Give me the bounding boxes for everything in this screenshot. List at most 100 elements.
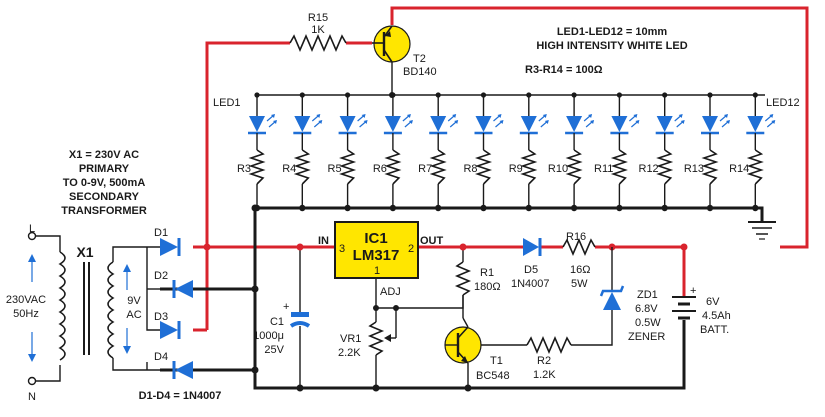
transformer-note-1: X1 = 230V AC [69,149,139,161]
r16-value: 16Ω [570,264,590,276]
resistor [248,149,266,185]
battery-label: BATT. [700,324,729,336]
r15-value: 1K [311,24,325,36]
led-column: R14 [729,92,776,212]
led [656,116,673,132]
resistor-label: R8 [463,163,477,175]
resistor-label: R5 [328,163,342,175]
battery [672,243,696,320]
d5-diode [523,238,542,256]
t1-part: BC548 [476,370,510,382]
resistor [429,149,447,185]
r15-label: R15 [308,12,328,24]
c1-value: 1000μ [253,330,284,342]
resistor-label: R9 [509,163,523,175]
led-column: R5 [328,92,368,212]
t2-part: BD140 [403,66,437,78]
r15-resistor [289,33,347,53]
resistor [746,149,764,185]
r2-label: R2 [537,355,551,367]
t2-transistor [372,25,411,95]
led [384,116,401,132]
led-column: R12 [639,92,685,212]
c1-label: C1 [270,316,284,328]
led-spec-1: LED1-LED12 = 10mm [557,26,668,38]
led [339,116,356,132]
ground-symbol [748,221,776,240]
primary-voltage: 230VAC [6,294,46,306]
resistor-label: R11 [594,163,613,175]
junction-dots [251,92,395,374]
r1-value: 180Ω [474,281,501,293]
led [430,116,447,132]
resistor [339,149,357,185]
d4-label: D4 [154,351,168,363]
vr1-potentiometer [367,305,399,392]
resistor-label: R6 [373,163,387,175]
diodes-spec: D1-D4 = 1N4007 [139,390,222,402]
led-column: R4 [282,92,323,212]
d1-label: D1 [154,227,168,239]
t1-label: T1 [490,355,503,367]
resistor-label: R13 [684,163,704,175]
d2-label: D2 [154,270,168,282]
led [747,116,764,132]
r16-power: 5W [571,278,588,290]
mains-l-label: L [29,223,35,235]
battery-plus: + [690,285,696,297]
led [294,116,311,132]
zd1-label: ZD1 [637,289,658,301]
transformer-x1 [27,231,160,386]
resistor [520,149,538,185]
led12-label: LED12 [766,97,800,109]
led-spec-2: HIGH INTENSITY WHITE LED [536,40,687,52]
transformer-note-4: SECONDARY [69,191,140,203]
zd1-voltage: 6.8V [635,303,658,315]
c1-plus: + [283,301,289,313]
d5-label: D5 [524,264,538,276]
resistor-label: R4 [282,163,296,175]
resistor [656,149,674,185]
resistor [565,149,583,185]
led [475,116,492,132]
resistor [701,149,719,185]
resistor-label: R3 [237,163,251,175]
r2-value: 1.2K [533,369,556,381]
ic-adj-label: ADJ [380,286,401,298]
t1-transistor [444,295,527,392]
led1-label: LED1 [213,97,241,109]
led [566,116,583,132]
battery-voltage: 6V [706,296,720,308]
secondary-voltage: 9V [127,295,141,307]
led [611,116,628,132]
ic-pin1: 1 [374,265,380,277]
resistor-label: R7 [418,163,432,175]
transformer-name: X1 [76,244,93,260]
ic-part: LM317 [353,247,400,264]
ic-out-label: OUT [420,235,444,247]
primary-frequency: 50Hz [13,308,39,320]
resistor [293,149,311,185]
resistor [384,149,402,185]
led-column: R13 [684,92,730,212]
led-column: R9 [509,92,549,212]
secondary-ac: AC [126,309,141,321]
zener-zd1 [599,247,625,310]
resistor-label: R14 [729,163,749,175]
red-wires [193,6,809,332]
led-column: R3 [237,92,277,212]
vr1-value: 2.2K [338,347,361,359]
led-column: R8 [463,92,504,212]
led [520,116,537,132]
led-column: R10 [548,92,595,212]
r1-label: R1 [480,267,494,279]
led-column: R7 [418,92,459,212]
resistor-label: R12 [639,163,659,175]
mains-n-label: N [28,391,36,403]
led [702,116,718,132]
t2-label: T2 [413,53,426,65]
zd1-type: ZENER [628,331,665,343]
